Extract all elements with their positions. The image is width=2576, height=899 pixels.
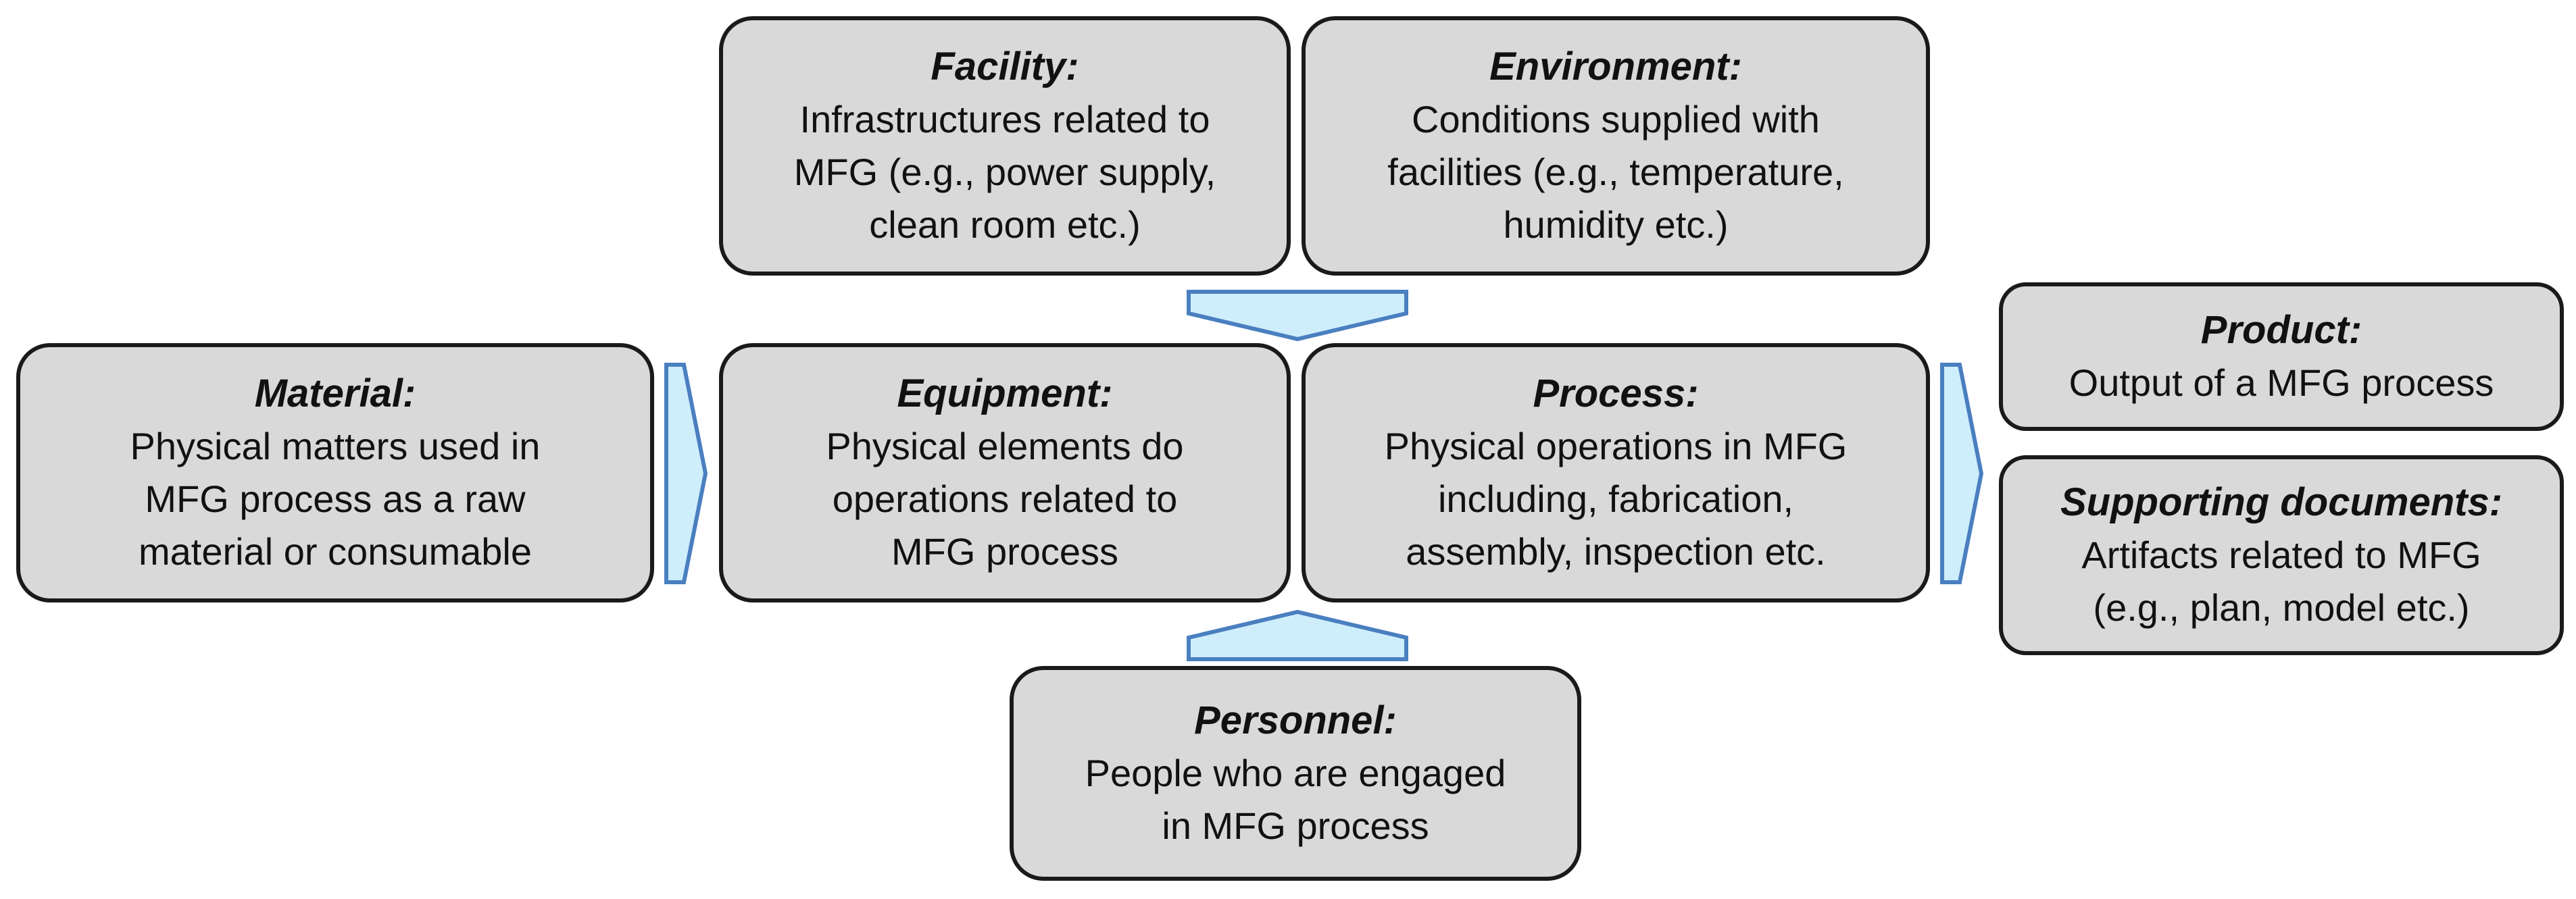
facility-title: Facility: <box>931 45 1079 88</box>
product-box: Product: Output of a MFG process <box>1999 282 2564 431</box>
product-desc-line-1: Output of a MFG process <box>2069 361 2494 404</box>
equipment-title: Equipment: <box>897 371 1113 415</box>
facility-desc-line-1: Infrastructures related to <box>799 98 1210 140</box>
environment-title: Environment: <box>1489 45 1742 88</box>
material-desc-line-2: MFG process as a raw <box>145 478 526 520</box>
process-desc-line-3: assembly, inspection etc. <box>1406 530 1826 573</box>
personnel-title: Personnel: <box>1194 698 1397 742</box>
equipment-desc-line-3: MFG process <box>891 530 1119 573</box>
process-desc-line-2: including, fabrication, <box>1437 478 1794 520</box>
supporting-documents-desc-line-1: Artifacts related to MFG <box>2081 534 2481 576</box>
equipment-desc-line-2: operations related to <box>832 478 1178 520</box>
material-desc-line-3: material or consumable <box>138 530 532 573</box>
facility-desc-line-3: clean room etc.) <box>869 203 1141 246</box>
right-arrow-icon <box>1939 362 1984 585</box>
personnel-desc-line-1: People who are engaged <box>1085 752 1506 794</box>
supporting-documents-desc-line-2: (e.g., plan, model etc.) <box>2093 586 2470 629</box>
equipment-box: Equipment: Physical elements do operatio… <box>719 343 1291 602</box>
environment-desc-line-1: Conditions supplied with <box>1412 98 1820 140</box>
personnel-box: Personnel: People who are engaged in MFG… <box>1010 666 1581 881</box>
down-arrow-icon <box>1186 289 1409 342</box>
process-box: Process: Physical operations in MFG incl… <box>1302 343 1930 602</box>
right-arrow-icon <box>664 362 708 585</box>
personnel-desc-line-2: in MFG process <box>1162 804 1429 847</box>
environment-desc-line-3: humidity etc.) <box>1503 203 1729 246</box>
facility-desc-line-2: MFG (e.g., power supply, <box>793 151 1216 193</box>
supporting-documents-box: Supporting documents: Artifacts related … <box>1999 455 2564 655</box>
equipment-desc-line-1: Physical elements do <box>826 425 1184 467</box>
up-arrow-icon <box>1186 609 1409 662</box>
facility-box: Facility: Infrastructures related to MFG… <box>719 16 1291 276</box>
material-box: Material: Physical matters used in MFG p… <box>16 343 654 602</box>
environment-box: Environment: Conditions supplied with fa… <box>1302 16 1930 276</box>
environment-desc-line-2: facilities (e.g., temperature, <box>1387 151 1844 193</box>
material-desc-line-1: Physical matters used in <box>130 425 541 467</box>
material-title: Material: <box>254 371 416 415</box>
product-title: Product: <box>2200 308 2362 352</box>
process-title: Process: <box>1533 371 1699 415</box>
supporting-documents-title: Supporting documents: <box>2060 480 2503 524</box>
process-desc-line-1: Physical operations in MFG <box>1384 425 1848 467</box>
